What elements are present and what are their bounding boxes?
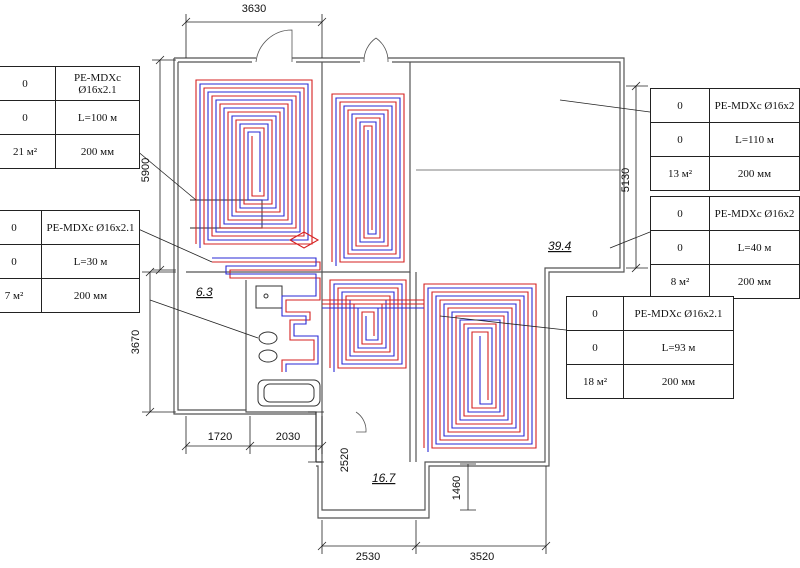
dim-left-upper: 5900 [140, 158, 152, 182]
dim-bottom-4: 3520 [470, 551, 494, 563]
heating-loop-d [423, 283, 537, 452]
room-area-living: 39.4 [548, 239, 572, 253]
room-area-hall: 16.7 [372, 471, 397, 485]
heating-loop-b [331, 93, 405, 266]
heating-loop-a [195, 79, 313, 248]
heating-loop-e [212, 231, 321, 372]
cell: 200 мм [709, 156, 800, 191]
dim-top: 3630 [242, 3, 266, 15]
cell: 0 [0, 66, 56, 101]
cell: L=110 м [709, 122, 800, 157]
cell: L=40 м [709, 230, 800, 265]
cell: 0 [566, 296, 624, 331]
cell: 200 мм [41, 278, 140, 313]
dim-corridor: 2520 [339, 448, 351, 472]
cell: 0 [650, 230, 710, 265]
dimension-lines [142, 14, 648, 554]
bath-fixtures [255, 285, 321, 407]
cell: PE-MDXc Ø16x2 [709, 88, 800, 123]
heating-loop-c [329, 279, 407, 372]
cell: 0 [650, 88, 710, 123]
cell: PE-MDXc Ø16x2.1 [623, 296, 734, 331]
cell: 18 м² [566, 364, 624, 399]
leader-lines [135, 99, 651, 339]
cell: 8 м² [650, 264, 710, 299]
cell: 0 [566, 330, 624, 365]
cell: 200 мм [55, 134, 140, 169]
feed-lines [322, 299, 424, 309]
cell: PE-MDXc Ø16x2.1 [55, 66, 140, 101]
cell: 0 [0, 210, 42, 245]
cell: L=93 м [623, 330, 734, 365]
cell: 0 [0, 100, 56, 135]
dim-left-lower: 3670 [130, 330, 142, 354]
room-area-bath: 6.3 [196, 285, 213, 299]
dim-right-upper: 5130 [620, 168, 632, 192]
dim-bottom-2: 2030 [276, 431, 300, 443]
cell: L=30 м [41, 244, 140, 279]
cell: 0 [650, 196, 710, 231]
cell: PE-MDXc Ø16x2 [709, 196, 800, 231]
cell: 200 мм [623, 364, 734, 399]
dim-bottom-3: 2530 [356, 551, 380, 563]
cell: 13 м² [650, 156, 710, 191]
cell: L=100 м [55, 100, 140, 135]
cell: 21 м² [0, 134, 56, 169]
dim-small: 1460 [451, 476, 463, 500]
cell: 0 [650, 122, 710, 157]
cell: 200 мм [709, 264, 800, 299]
dim-bottom-1: 1720 [208, 431, 232, 443]
cell: 7 м² [0, 278, 42, 313]
cell: PE-MDXc Ø16x2.1 [41, 210, 140, 245]
cell: 0 [0, 244, 42, 279]
